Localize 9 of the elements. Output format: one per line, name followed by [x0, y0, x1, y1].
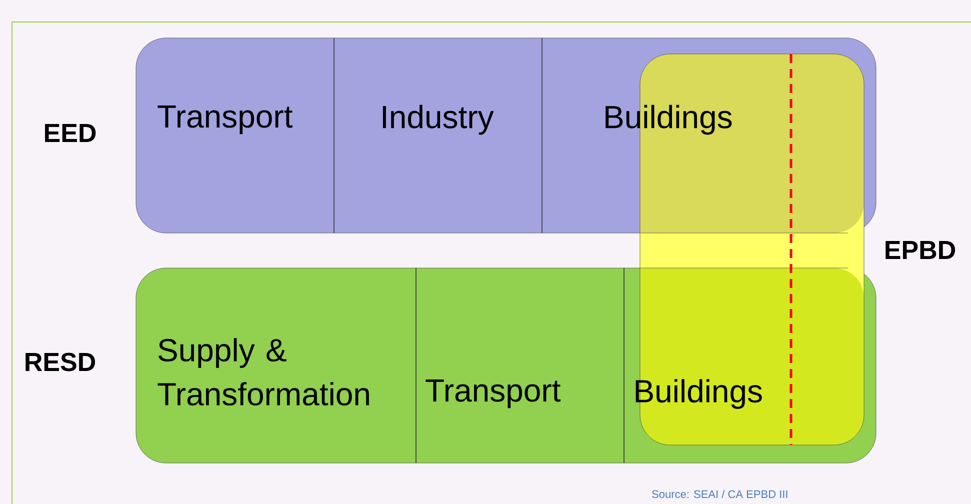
- overlay-label: EPBD: [886, 241, 956, 259]
- cell-label: Buildings: [636, 379, 762, 409]
- band-label: EED: [45, 124, 96, 142]
- source-note: Source: SEAI / CA EPBD III: [652, 490, 788, 498]
- cell-label: Supply & Transformation: [158, 338, 369, 406]
- cell-label: Transport: [158, 106, 292, 134]
- band-label: RESD: [26, 352, 96, 372]
- cell-label: Industry: [382, 104, 494, 135]
- cell-label: Transport: [426, 380, 560, 408]
